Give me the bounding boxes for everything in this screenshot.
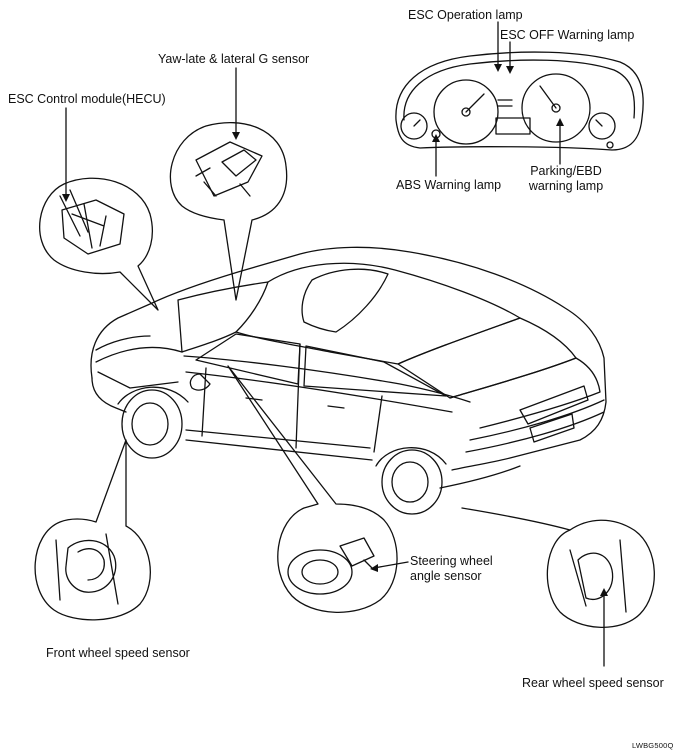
- steering-angle-sensor-label-line1: Steering wheel: [410, 554, 493, 568]
- steering-angle-sensor-label: Steering wheel angle sensor: [410, 554, 493, 584]
- yaw-sensor-callout: [169, 122, 288, 301]
- yaw-sensor-label: Yaw-late & lateral G sensor: [158, 52, 310, 66]
- steering-angle-sensor-label-line2: angle sensor: [410, 569, 482, 583]
- rear-wheel-sensor-callout: [461, 507, 655, 628]
- leader-lines: [65, 21, 605, 667]
- front-wheel-speed-sensor-label: Front wheel speed sensor: [46, 646, 190, 660]
- esc-module-callout: [39, 177, 159, 311]
- parking-ebd-lamp-label: Parking/EBD warning lamp: [518, 164, 614, 194]
- car-body: [90, 246, 607, 515]
- esc-operation-lamp-label: ESC Operation lamp: [408, 8, 523, 22]
- parking-ebd-lamp-label-line1: Parking/EBD: [530, 164, 602, 178]
- rear-wheel-speed-sensor-label: Rear wheel speed sensor: [522, 676, 664, 690]
- esc-off-warning-lamp-label: ESC OFF Warning lamp: [500, 28, 635, 42]
- instrument-cluster: [395, 51, 644, 151]
- arrowheads: [62, 64, 608, 596]
- front-wheel-sensor-callout: [34, 439, 151, 621]
- parking-ebd-lamp-label-line2: warning lamp: [528, 179, 604, 193]
- steering-sensor-callout: [227, 365, 398, 613]
- abs-warning-lamp-label: ABS Warning lamp: [396, 178, 502, 192]
- esc-control-module-label: ESC Control module(HECU): [8, 92, 166, 106]
- figure-code-label: LWBG500Q: [632, 741, 674, 750]
